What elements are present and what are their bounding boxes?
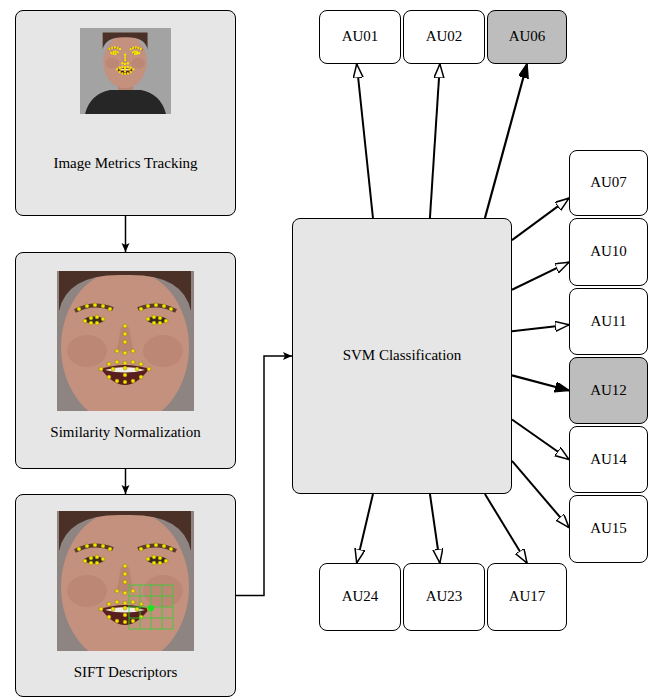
node-label: AU10 <box>590 243 627 260</box>
node-label: AU01 <box>342 28 379 45</box>
action-unit-box: AU12 <box>569 357 648 424</box>
action-unit-box: AU17 <box>487 563 567 631</box>
node-label: SIFT Descriptors <box>74 664 177 681</box>
node-label: AU17 <box>509 588 546 605</box>
arrow-connector <box>430 64 440 218</box>
action-unit-box: AU10 <box>569 218 648 286</box>
node-label: AU15 <box>590 520 627 537</box>
arrow-connector <box>485 64 527 218</box>
face-photo <box>80 28 171 114</box>
arrow-connector <box>430 494 440 563</box>
action-unit-box: AU01 <box>319 10 401 64</box>
stage-panel: Image Metrics Tracking <box>15 10 236 216</box>
action-unit-box: AU11 <box>569 288 648 355</box>
arrow-connector <box>357 494 373 563</box>
action-unit-box: AU07 <box>569 150 648 216</box>
classifier-box: SVM Classification <box>292 218 512 494</box>
node-label: AU07 <box>590 174 627 191</box>
node-label: Similarity Normalization <box>50 424 200 441</box>
action-unit-box: AU02 <box>403 10 485 64</box>
node-label: AU02 <box>426 28 463 45</box>
arrow-connector <box>125 469 127 494</box>
arrow-connector <box>512 461 569 528</box>
arrow-connector <box>236 356 292 596</box>
arrow-connector <box>512 419 569 459</box>
stage-panel: SIFT Descriptors <box>15 494 236 697</box>
node-label: AU23 <box>426 588 463 605</box>
action-unit-box: AU24 <box>319 563 401 631</box>
face-photo <box>57 511 194 651</box>
node-label: AU06 <box>509 28 546 45</box>
node-label: AU24 <box>342 588 379 605</box>
arrow-connector <box>512 375 569 390</box>
arrow-connector <box>512 262 569 290</box>
action-unit-box: AU15 <box>569 495 648 563</box>
arrow-connector <box>485 494 527 563</box>
arrow-connector <box>357 64 373 218</box>
node-label: SVM Classification <box>343 347 462 364</box>
node-label: Image Metrics Tracking <box>53 155 197 172</box>
stage-panel: Similarity Normalization <box>15 252 236 469</box>
face-photo <box>57 271 194 411</box>
node-label: AU11 <box>590 313 626 330</box>
action-unit-box: AU23 <box>403 563 485 631</box>
arrow-connector <box>512 325 569 331</box>
arrow-connector <box>512 198 569 240</box>
node-label: AU14 <box>590 451 627 468</box>
node-label: AU12 <box>590 382 627 399</box>
action-unit-box: AU14 <box>569 426 648 493</box>
arrow-connector <box>125 216 127 252</box>
action-unit-box: AU06 <box>487 10 567 64</box>
